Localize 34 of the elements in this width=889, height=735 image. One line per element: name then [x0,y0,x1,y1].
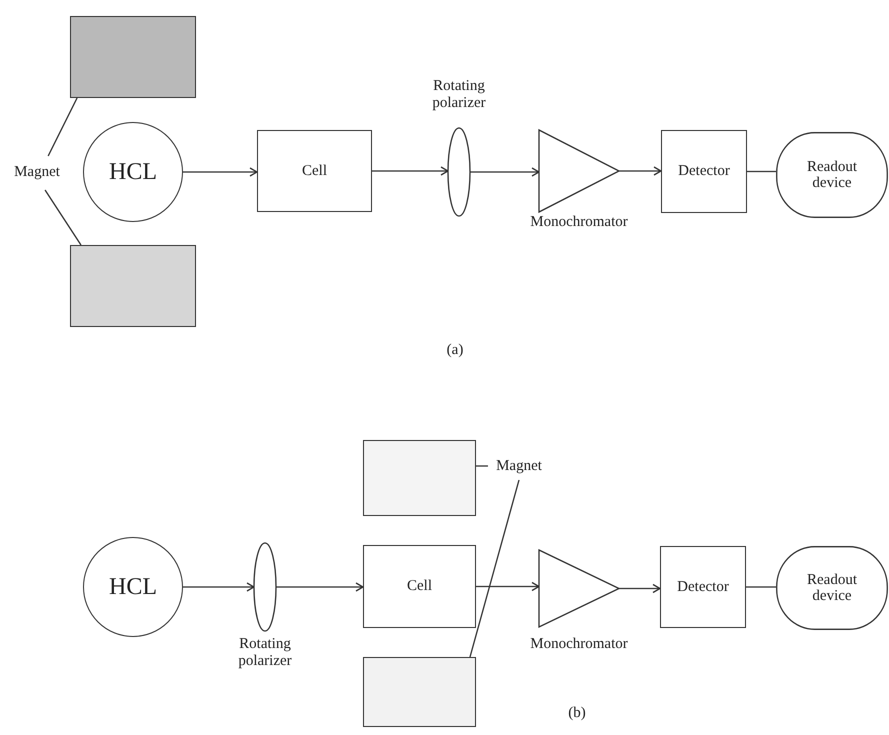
component-label: Rotating polarizer [431,78,487,112]
lamp-circle: HCL [83,122,183,222]
magnet-label: Magnet [489,456,549,476]
readout-shape: Readout device [776,546,888,630]
arrow [372,166,449,176]
leader-line [476,465,488,467]
arrow [183,582,255,592]
leader-line [469,480,520,658]
lamp-circle: HCL [83,537,183,637]
connector-line [746,586,776,588]
block-box: Detector [660,546,746,628]
magnet-label: Magnet [6,162,68,182]
leader-line [48,98,78,156]
arrow [183,167,258,177]
component-label: Rotating polarizer [237,636,293,670]
readout-shape: Readout device [776,132,888,218]
arrow [619,584,661,594]
magnet-box [70,245,196,327]
magnet-box [363,440,476,516]
block-box: Detector [661,130,747,213]
magnet-box [70,16,196,98]
leader-line [44,190,82,246]
component-label: Monochromator [529,636,629,653]
magnet-box [363,657,476,727]
block-box: Cell [257,130,372,212]
arrow [276,582,364,592]
block-box: Cell [363,545,476,628]
panel-label: (b) [567,705,587,722]
panel-label: (a) [446,342,464,359]
arrow [476,582,540,592]
component-label: Monochromator [529,214,629,231]
arrow [619,166,662,176]
arrow [470,167,540,177]
connector-line [747,170,776,172]
